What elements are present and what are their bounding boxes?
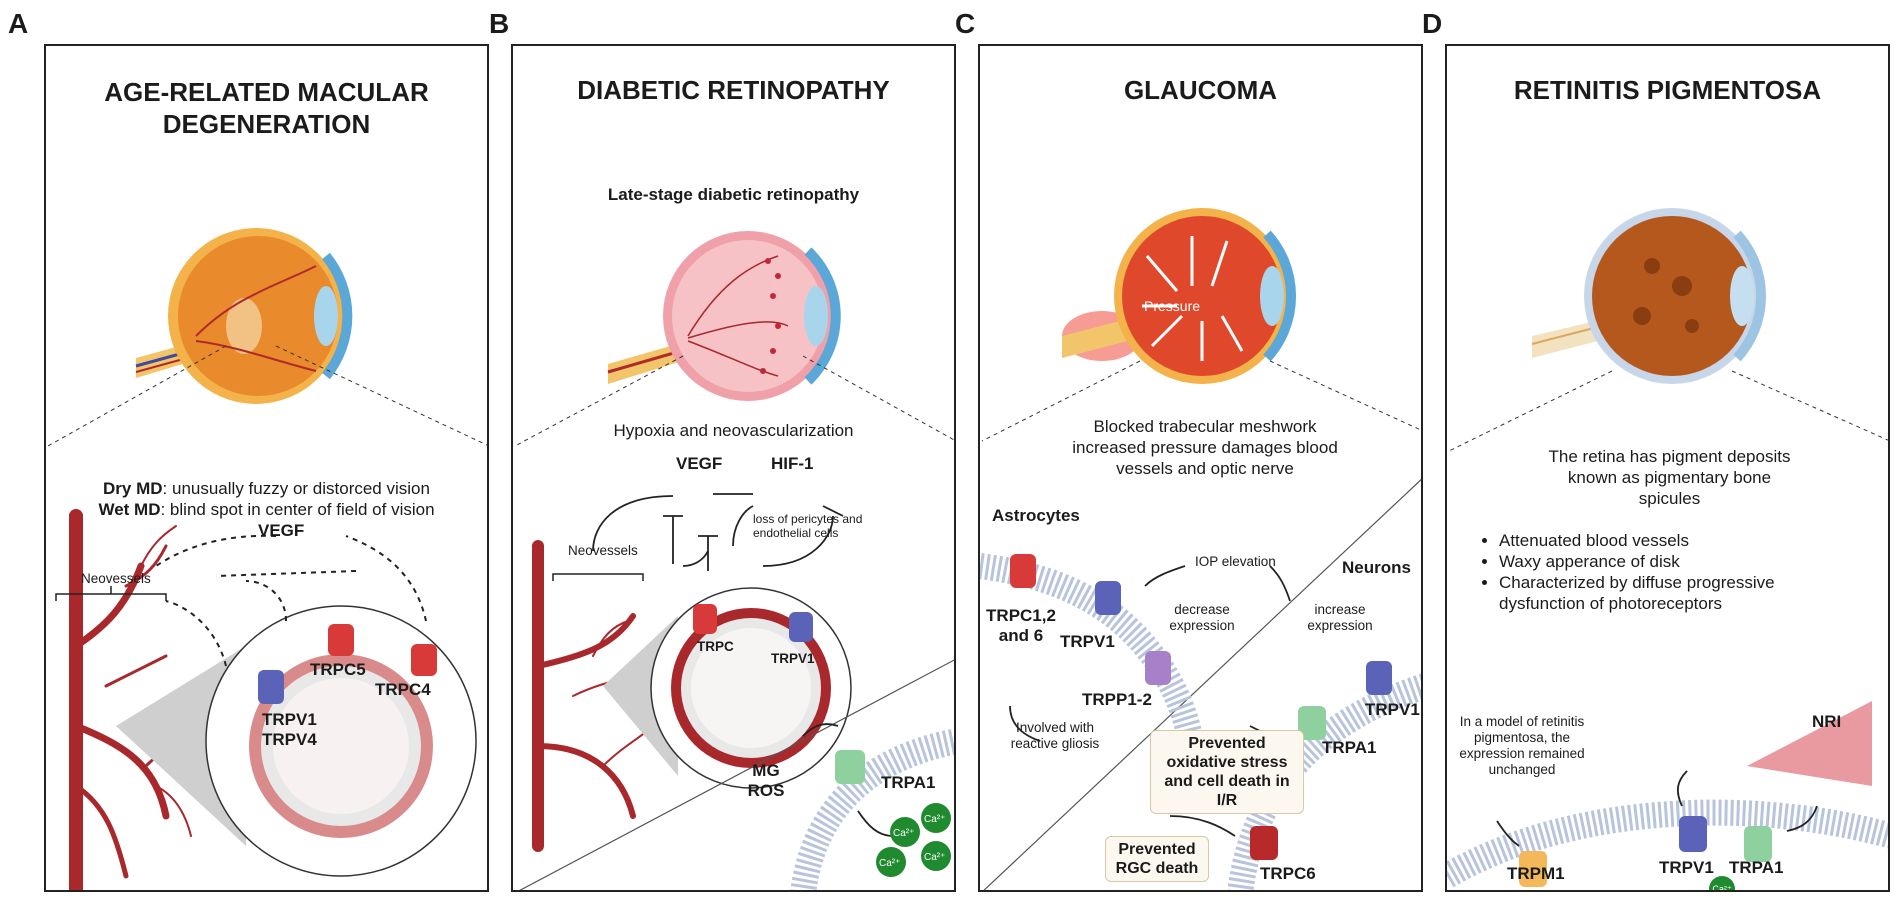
rp-illustration bbox=[1447, 208, 1888, 888]
amd-illustration bbox=[47, 228, 487, 890]
panel-amd: AGE-RELATED MACULAR DEGENERATION Dry MD:… bbox=[44, 44, 489, 892]
trpv1-label-d: TRPV1 bbox=[1659, 858, 1714, 877]
trpv1-label-a: TRPV1 bbox=[262, 710, 317, 729]
vegf-label-a: VEGF bbox=[258, 521, 305, 540]
rp-bullet-1: Attenuated blood vessels bbox=[1499, 530, 1859, 551]
neovessels-label-a: Neovessels bbox=[81, 571, 151, 586]
glaucoma-desc: Blocked trabecular meshwork increased pr… bbox=[1072, 417, 1338, 478]
title-glaucoma: GLAUCOMA bbox=[1123, 75, 1278, 105]
dr-illustration bbox=[514, 231, 954, 890]
trpm1-label-d: TRPM1 bbox=[1507, 864, 1565, 883]
decrease-label: decrease expression bbox=[1169, 602, 1235, 633]
vegf-label-b: VEGF bbox=[676, 454, 723, 473]
channel-trpc-b bbox=[693, 604, 717, 634]
title-rp: RETINITIS PIGMENTOSA bbox=[1513, 75, 1822, 105]
astrocytes-label: Astrocytes bbox=[992, 506, 1080, 525]
trpa1-label-d: TRPA1 bbox=[1729, 858, 1784, 877]
trpp12-label: TRPP1-2 bbox=[1082, 690, 1152, 709]
trpa1-label-b: TRPA1 bbox=[881, 773, 936, 792]
channel-trpc5-a bbox=[328, 624, 354, 656]
hypoxia-label: Hypoxia and neovascularization bbox=[613, 421, 854, 440]
trpv1-neuron-label: TRPV1 bbox=[1365, 700, 1420, 719]
trpc4-label-a: TRPC4 bbox=[375, 680, 431, 699]
prevented-ox-box: Prevented oxidative stress and cell deat… bbox=[1150, 730, 1304, 814]
channel-trpv1-b bbox=[789, 612, 813, 642]
hif1-label: HIF-1 bbox=[771, 454, 814, 473]
neovessels-label-b: Neovessels bbox=[568, 543, 638, 558]
rp-desc: The retina has pigment deposits known as… bbox=[1548, 447, 1791, 508]
panel-glaucoma: GLAUCOMA Pressure Blocked trabecular mes… bbox=[978, 44, 1423, 892]
trpa1-c-label: TRPA1 bbox=[1322, 738, 1377, 757]
channel-trpa1-b bbox=[835, 750, 865, 784]
channel-trpc6-c bbox=[1250, 826, 1278, 860]
trpv1-label-b: TRPV1 bbox=[771, 651, 815, 666]
calcium-ions-b bbox=[876, 803, 951, 877]
nri-label: NRI bbox=[1812, 712, 1842, 731]
increase-label: increase expression bbox=[1307, 602, 1373, 633]
ca-ions-row-d: Ca²⁺ bbox=[1709, 858, 1735, 890]
pressure-label: Pressure bbox=[1144, 298, 1201, 314]
pericytes-label: loss of pericytes and endothelial cells bbox=[753, 512, 863, 540]
rp-bullet-list: Attenuated blood vessels Waxy apperance … bbox=[1477, 530, 1859, 614]
eye-glaucoma bbox=[1062, 208, 1297, 384]
nri-triangle bbox=[1747, 701, 1872, 786]
mg-ros-label: MG ROS bbox=[747, 761, 785, 800]
iop-label: IOP elevation bbox=[1195, 554, 1276, 569]
title-dr: DIABETIC RETINOPATHY bbox=[577, 75, 890, 105]
channel-trpv1-d bbox=[1679, 816, 1707, 852]
channel-trpv1-astro bbox=[1095, 581, 1121, 615]
trpc-label-b: TRPC bbox=[697, 639, 734, 654]
eye-rp bbox=[1531, 208, 1767, 384]
dry-md-text: Dry MD: unusually fuzzy or distorced vis… bbox=[103, 479, 430, 498]
ca-label-b1: Ca²⁺ bbox=[893, 828, 915, 839]
title-amd: AGE-RELATED MACULAR DEGENERATION bbox=[104, 77, 429, 139]
trpc6-label: TRPC6 bbox=[1260, 864, 1316, 883]
trpc126-label: TRPC1,2 and 6 bbox=[986, 606, 1056, 645]
channel-trpc4-a bbox=[411, 644, 437, 676]
neurons-label: Neurons bbox=[1342, 558, 1411, 577]
rp-bullet-2: Waxy apperance of disk bbox=[1499, 551, 1859, 572]
ca-label-b2: Ca²⁺ bbox=[924, 814, 946, 825]
panel-letter-c: C bbox=[955, 8, 976, 39]
prevented-rgc-box: Prevented RGC death bbox=[1105, 836, 1209, 882]
panel-diabetic-retinopathy: DIABETIC RETINOPATHY Late-stage diabetic… bbox=[511, 44, 956, 892]
panel-letter-a: A bbox=[8, 8, 29, 39]
panel-letter-d: D bbox=[1422, 8, 1443, 39]
channel-trpp12-c bbox=[1145, 651, 1171, 685]
trpv1-astro-label: TRPV1 bbox=[1060, 632, 1115, 651]
ca-ion-d1: Ca²⁺ bbox=[1709, 876, 1735, 890]
wet-md-text: Wet MD: blind spot in center of field of… bbox=[98, 500, 435, 519]
eye-dr bbox=[607, 231, 841, 401]
channel-trpa1-d bbox=[1744, 826, 1772, 862]
eye-amd bbox=[135, 228, 353, 404]
panel-retinitis-pigmentosa: RETINITIS PIGMENTOSA The retina has pigm… bbox=[1445, 44, 1890, 892]
rp-bullet-3: Characterized by diffuse progressive dys… bbox=[1499, 572, 1859, 614]
channel-trpa1-c bbox=[1298, 706, 1326, 740]
channel-trpv1-neuron bbox=[1366, 661, 1392, 695]
ca-label-b3: Ca²⁺ bbox=[879, 858, 901, 869]
trpc5-label-a: TRPC5 bbox=[310, 660, 366, 679]
model-note: In a model of retinitis pigmentosa, the … bbox=[1459, 714, 1585, 777]
glaucoma-illustration bbox=[980, 208, 1421, 890]
subtitle-dr: Late-stage diabetic retinopathy bbox=[607, 185, 860, 204]
panel-letter-b: B bbox=[489, 8, 510, 39]
channel-trpc126-c bbox=[1010, 554, 1036, 588]
trpv4-label-a: TRPV4 bbox=[262, 730, 317, 749]
ca-label-b4: Ca²⁺ bbox=[924, 852, 946, 863]
channel-trpv1-a bbox=[258, 670, 284, 704]
channel-trpm1-d bbox=[1519, 851, 1547, 887]
gliosis-label: Involved with reactive gliosis bbox=[1010, 720, 1100, 751]
